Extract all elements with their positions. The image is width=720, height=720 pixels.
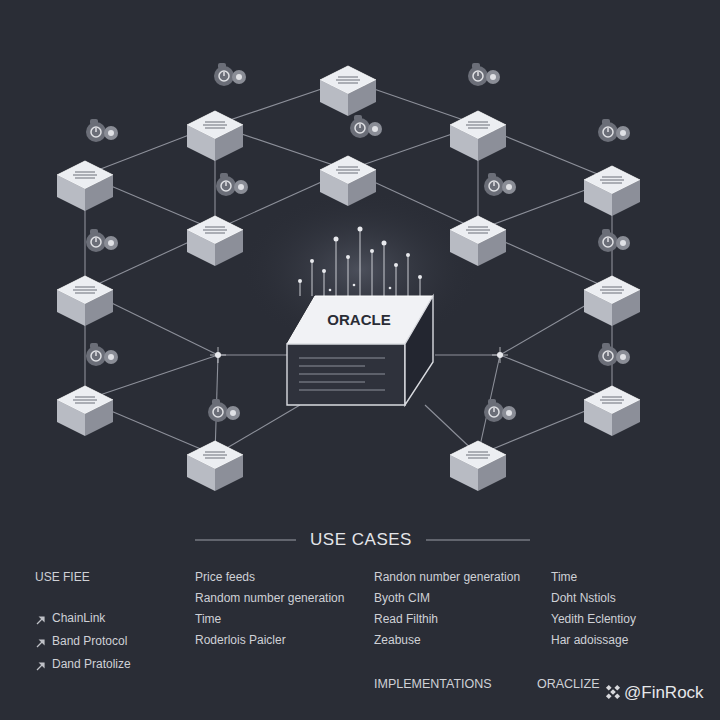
use-case-item: Time (195, 612, 221, 626)
oracle-cube: ORACLE (285, 292, 435, 407)
use-case-item: Time (551, 570, 577, 584)
use-case-item: Zeabuse (374, 633, 421, 647)
section-heading: USE CASES (310, 530, 412, 550)
implementation-item: Dand Pratolize (52, 657, 131, 671)
use-case-item: Har adoissage (551, 633, 628, 647)
node-label: ORACLE (285, 311, 433, 329)
use-case-item: Price feeds (195, 570, 255, 584)
cube-outline (285, 292, 435, 407)
use-case-item: Roderlois Paicler (195, 633, 286, 647)
use-case-item: Randon number generation (374, 570, 520, 584)
use-case-item: Byoth CIM (374, 591, 430, 605)
column-heading: IMPLEMENTATIONS (374, 677, 492, 693)
use-case-item: Read Filthih (374, 612, 438, 626)
column-heading: ORACLIZE (537, 677, 600, 693)
use-case-item: Yedith Eclentioy (551, 612, 636, 626)
implementation-item: ChainLink (52, 611, 105, 625)
column-heading: USE FIEE (35, 570, 90, 584)
use-case-item: Doht Nstiols (551, 591, 616, 605)
implementation-item: Band Protocol (52, 634, 127, 648)
use-case-item: Random number generation (195, 591, 344, 605)
watermark: @FinRock (624, 683, 704, 703)
